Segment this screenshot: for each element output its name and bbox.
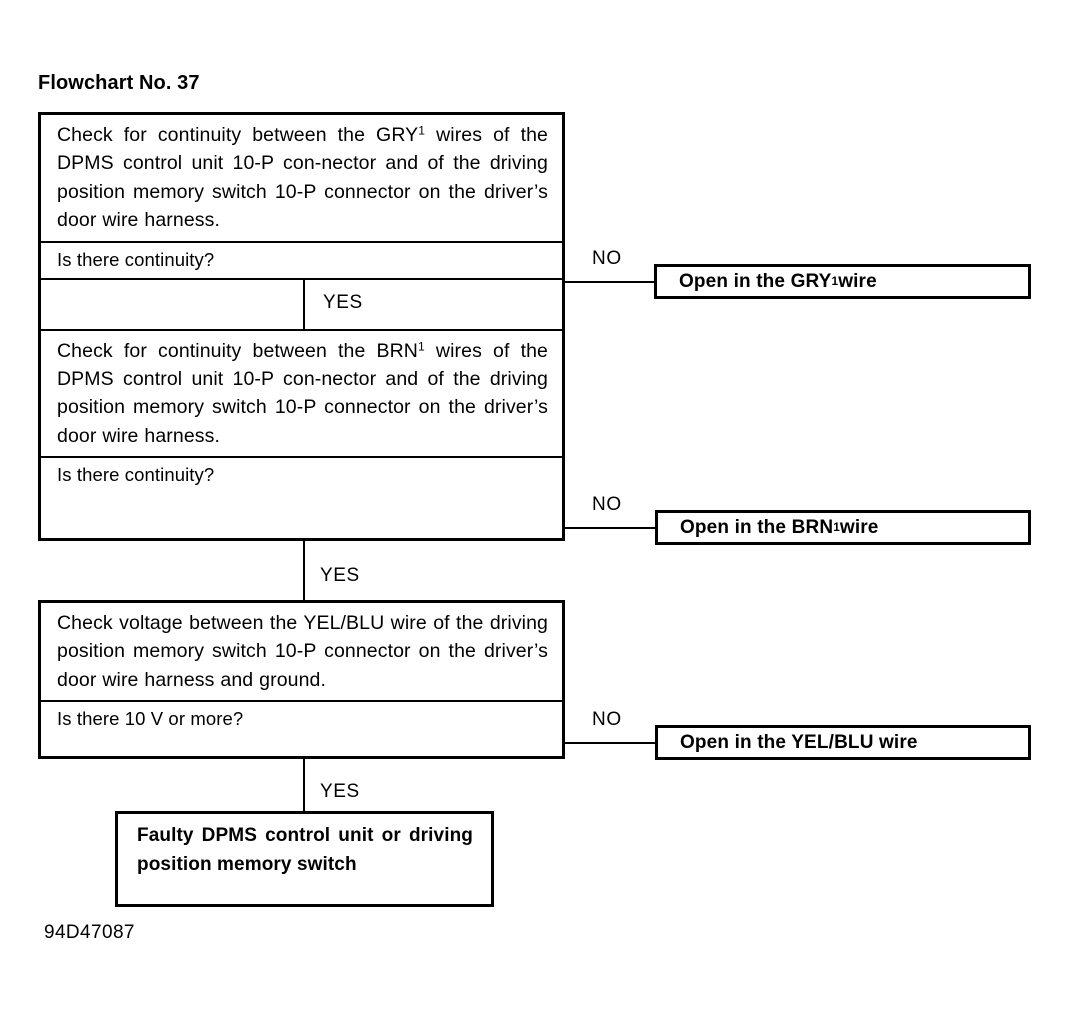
flowchart-table-upper: Check for continuity between the GRY1 wi… xyxy=(38,112,565,541)
no-connector-line-gry xyxy=(565,281,655,283)
result-text-gry-suffix: wire xyxy=(838,270,877,292)
superscript-marker: 1 xyxy=(418,123,426,138)
terminal-box-faulty-unit: Faulty DPMS control unit or driving posi… xyxy=(115,811,494,907)
result-box-open-yelblu: Open in the YEL/BLU wire xyxy=(655,725,1031,760)
step-instruction-gry-prefix: Check for continuity between the GRY xyxy=(57,124,419,146)
no-connector-line-yelblu xyxy=(565,742,656,744)
step-instruction-yelblu: Check voltage between the YEL/BLU wire o… xyxy=(41,603,562,700)
figure-code: 94D47087 xyxy=(44,922,135,943)
yes-connector-line-yelblu xyxy=(303,759,305,812)
yes-branch-label-gry: YES xyxy=(323,291,363,313)
no-branch-label-brn: NO xyxy=(592,494,622,515)
step-instruction-gry: Check for continuity between the GRY1 wi… xyxy=(41,115,562,241)
yes-branch-label-brn: YES xyxy=(320,565,360,586)
yes-connector-line-brn xyxy=(303,541,305,601)
yes-branch-label-yelblu: YES xyxy=(320,781,360,802)
no-branch-label-yelblu: NO xyxy=(592,709,622,730)
page-title: Flowchart No. 37 xyxy=(38,72,200,94)
step-instruction-yelblu-prefix: Check voltage between the YEL/BLU wire o… xyxy=(57,612,548,691)
result-text-brn-prefix: Open in the BRN xyxy=(680,516,834,538)
result-text-gry-prefix: Open in the GRY xyxy=(679,270,832,292)
no-branch-label-gry: NO xyxy=(592,248,622,269)
step-instruction-brn: Check for continuity between the BRN1 wi… xyxy=(41,328,562,457)
no-connector-line-brn xyxy=(565,527,656,529)
step-instruction-brn-suffix: wires of the DPMS control unit 10-P con-… xyxy=(57,339,548,447)
step-question-brn: Is there continuity? xyxy=(41,456,562,493)
step-instruction-gry-suffix: wires of the DPMS control unit 10-P con-… xyxy=(57,124,548,232)
yes-branch-row-gry: YES xyxy=(41,277,562,329)
superscript-marker: 1 xyxy=(418,339,425,354)
yes-branch-spacer xyxy=(41,279,305,329)
step-question-gry: Is there continuity? xyxy=(41,240,562,278)
flowchart-table-lower: Check voltage between the YEL/BLU wire o… xyxy=(38,600,565,759)
step-question-yelblu: Is there 10 V or more? xyxy=(41,700,562,737)
step-instruction-brn-prefix: Check for continuity between the BRN xyxy=(57,339,418,362)
result-text-yelblu: Open in the YEL/BLU wire xyxy=(680,731,918,753)
result-text-brn-suffix: wire xyxy=(839,516,879,538)
